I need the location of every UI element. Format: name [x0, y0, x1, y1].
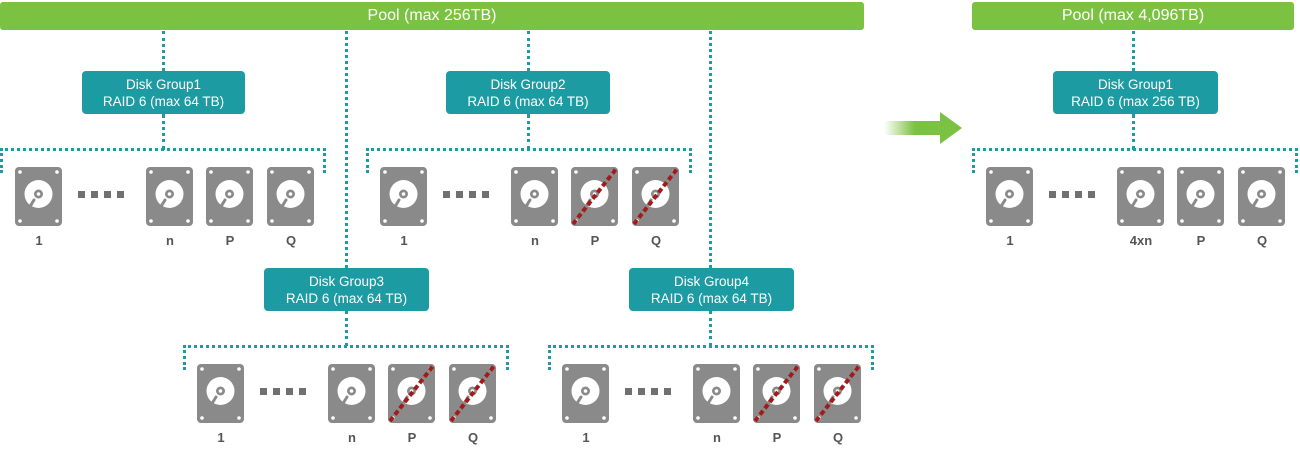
disk-icon	[206, 167, 253, 226]
pool-left-label: Pool (max 256TB)	[367, 7, 497, 24]
disk-icon	[511, 167, 558, 226]
disk-label: 4xn	[1129, 233, 1153, 248]
disk-icon	[562, 364, 609, 423]
disk-label: P	[772, 430, 782, 445]
connector-pool-group2	[527, 31, 530, 71]
disk-label: Q	[832, 430, 844, 445]
disk-label: 1	[217, 430, 225, 445]
disk-label: P	[225, 233, 235, 248]
disk-icon	[328, 364, 375, 423]
group4-bracket	[548, 345, 874, 370]
connector-pool-group1	[162, 31, 165, 71]
group-name: Disk Group1	[1097, 76, 1174, 92]
disk-label: 1	[582, 430, 590, 445]
disk-icon	[1177, 167, 1224, 226]
disk-group-box: Disk Group4 RAID 6 (max 64 TB)	[629, 268, 794, 311]
disk-label: n	[531, 233, 539, 248]
group-raid: RAID 6 (max 64 TB)	[285, 290, 408, 306]
disk-icon	[197, 364, 244, 423]
group-name: Disk Group1	[125, 76, 202, 92]
disk-icon	[693, 364, 740, 423]
disk-group-box: Disk Group2 RAID 6 (max 64 TB)	[446, 71, 610, 114]
connector-group3-disks	[345, 311, 348, 346]
disk-label: n	[348, 430, 356, 445]
group3-bracket	[183, 345, 509, 370]
disk-label: Q	[650, 233, 662, 248]
ellipsis-icon	[443, 191, 489, 198]
group-raid: RAID 6 (max 64 TB)	[102, 93, 225, 109]
ellipsis-icon	[625, 388, 671, 395]
group2-bracket	[366, 148, 692, 173]
disk-label: 1	[1006, 233, 1014, 248]
disk-label: n	[166, 233, 174, 248]
disk-icon	[267, 167, 314, 226]
disk-icon	[380, 167, 427, 226]
failed-disk-icon	[753, 364, 800, 423]
pool-right-bar: Pool (max 4,096TB)	[972, 2, 1294, 30]
disk-label: P	[590, 233, 600, 248]
pool-right-label: Pool (max 4,096TB)	[1061, 7, 1205, 24]
disk-label: 1	[400, 233, 408, 248]
connector-pool-group3	[345, 31, 348, 268]
group-name: Disk Group2	[490, 76, 566, 92]
disk-icon	[1238, 167, 1285, 226]
pool-left-bar: Pool (max 256TB)	[0, 2, 864, 30]
group-name: Disk Group3	[308, 273, 385, 289]
disk-icon	[1117, 167, 1164, 226]
group1-bracket	[0, 148, 326, 173]
disk-group-box: Disk Group1 RAID 6 (max 256 TB)	[1053, 71, 1218, 114]
failed-disk-icon	[449, 364, 496, 423]
group-name: Disk Group4	[673, 273, 750, 289]
group-raid: RAID 6 (max 64 TB)	[467, 93, 589, 109]
right-group-bracket	[972, 148, 1298, 173]
ellipsis-icon	[260, 388, 306, 395]
group-raid: RAID 6 (max 64 TB)	[650, 290, 773, 306]
disk-label: P	[407, 430, 417, 445]
connector-pool-group4	[709, 31, 712, 268]
disk-label: P	[1196, 233, 1206, 248]
connector-pool-right-group	[1132, 31, 1135, 71]
disk-label: Q	[1256, 233, 1268, 248]
failed-disk-icon	[571, 167, 618, 226]
disk-icon	[986, 167, 1033, 226]
arrow-right-icon	[884, 112, 962, 144]
connector-group4-disks	[709, 311, 712, 346]
disk-label: Q	[467, 430, 479, 445]
failed-disk-icon	[388, 364, 435, 423]
connector-right-group-disks	[1132, 114, 1135, 150]
disk-group-box: Disk Group1 RAID 6 (max 64 TB)	[82, 71, 245, 114]
disk-label: 1	[35, 233, 43, 248]
disk-icon	[15, 167, 62, 226]
disk-label: Q	[285, 233, 297, 248]
connector-group2-disks	[527, 114, 530, 150]
ellipsis-icon	[1049, 191, 1095, 198]
ellipsis-icon	[78, 191, 124, 198]
connector-group1-disks	[162, 114, 165, 150]
disk-icon	[146, 167, 193, 226]
failed-disk-icon	[632, 167, 679, 226]
disk-group-box: Disk Group3 RAID 6 (max 64 TB)	[264, 268, 429, 311]
failed-disk-icon	[814, 364, 861, 423]
disk-label: n	[713, 430, 721, 445]
group-raid: RAID 6 (max 256 TB)	[1071, 93, 1200, 109]
